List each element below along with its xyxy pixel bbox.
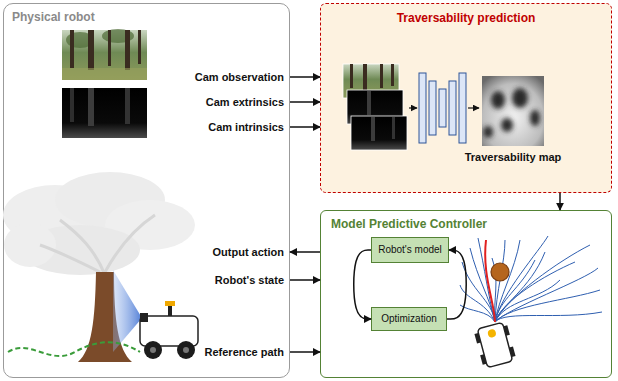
obstacle xyxy=(491,263,509,281)
neural-network xyxy=(419,73,466,143)
trajectory-fan xyxy=(495,245,590,322)
input-image-stack xyxy=(343,64,407,150)
traversability-map-image xyxy=(501,118,513,132)
neural-network xyxy=(439,89,446,127)
camera-image xyxy=(88,30,94,70)
camera-image xyxy=(62,30,147,80)
input-image-stack xyxy=(391,64,394,86)
depth-image xyxy=(62,88,147,138)
edge-label: Output action xyxy=(213,246,285,259)
trajectory-fan xyxy=(495,290,600,322)
neural-network xyxy=(419,73,426,143)
panel-title: Traversability prediction xyxy=(321,4,611,25)
process-box: Optimization xyxy=(371,307,447,331)
camera-image xyxy=(70,30,74,68)
selected-trajectory xyxy=(485,240,495,322)
robot-top-view xyxy=(487,329,497,339)
edge-label: Cam intrinsics xyxy=(208,121,284,134)
robot-side-view xyxy=(165,301,175,306)
traversability-map-image xyxy=(483,126,493,138)
network-arrows xyxy=(409,107,417,108)
traversability-map-image xyxy=(512,88,528,108)
depth-image xyxy=(125,88,130,124)
camera-cone xyxy=(113,270,142,352)
network-arrows xyxy=(468,107,479,108)
trajectory-fan xyxy=(460,236,602,322)
input-image-stack xyxy=(351,116,407,150)
input-image-stack xyxy=(363,64,367,90)
edge-label: Reference path xyxy=(205,346,284,359)
box-label: Optimization xyxy=(381,313,437,325)
connector-arrow xyxy=(290,251,320,253)
connector-arrow xyxy=(447,250,466,319)
connector-arrow xyxy=(290,101,320,103)
camera-image xyxy=(62,29,147,80)
tree xyxy=(4,223,56,267)
connector-arrow xyxy=(354,250,371,319)
panel-title: Model Predictive Controller xyxy=(321,211,611,231)
robot-side-view xyxy=(140,301,198,359)
camera-cone xyxy=(113,270,142,352)
neural-network xyxy=(449,81,456,135)
depth-image xyxy=(70,88,74,122)
input-image-stack xyxy=(350,64,353,88)
edge-label: Robot's state xyxy=(215,274,284,287)
camera-image xyxy=(125,30,130,70)
reference-path-line xyxy=(8,342,140,356)
neural-network xyxy=(459,73,466,143)
robot-side-view xyxy=(140,313,148,322)
robot-side-view xyxy=(144,341,162,359)
camera-image xyxy=(62,68,147,80)
trajectory-fan xyxy=(495,252,545,322)
edge-label: Cam observation xyxy=(195,71,284,84)
box-label: Robot's model xyxy=(378,244,442,256)
traversability-map-image xyxy=(483,88,540,138)
traversability-map-image xyxy=(482,76,544,146)
trajectory-fan xyxy=(495,312,602,322)
robot-side-view xyxy=(177,341,195,359)
robot-side-view xyxy=(183,347,189,353)
input-image-stack xyxy=(380,64,383,88)
process-box: Robot's model xyxy=(371,237,449,263)
camera-image xyxy=(138,30,141,64)
robot-side-view xyxy=(168,305,172,316)
image-caption: Traversability map xyxy=(465,151,562,164)
input-image-stack xyxy=(367,91,371,115)
input-image-stack xyxy=(392,117,395,139)
selected-trajectory xyxy=(485,240,495,322)
depth-image xyxy=(88,88,94,126)
connector-arrow xyxy=(290,126,320,128)
trajectory-fan xyxy=(460,305,495,322)
depth-image xyxy=(62,88,147,138)
connector-arrow xyxy=(290,351,320,353)
panel-title: Physical robot xyxy=(4,4,289,24)
connector-arrow xyxy=(290,76,320,78)
reference-path-line xyxy=(8,342,140,356)
traversability-map-image xyxy=(491,91,505,109)
robot-side-view xyxy=(150,347,156,353)
traversability-map-image xyxy=(483,88,540,138)
camera-image xyxy=(108,30,111,66)
robot-side-view xyxy=(140,316,198,346)
obstacle xyxy=(491,263,509,281)
traversability-map-image xyxy=(530,110,540,126)
input-image-stack xyxy=(371,117,375,141)
robot-top-view xyxy=(477,322,512,367)
edge-label: Cam extrinsics xyxy=(206,96,284,109)
traversability-map-image xyxy=(482,76,544,146)
neural-network xyxy=(429,81,436,135)
trajectory-fan xyxy=(495,268,598,322)
robot-top-view xyxy=(473,321,516,368)
connector-arrow xyxy=(559,193,561,210)
tree xyxy=(40,215,155,275)
connector-arrow xyxy=(290,279,320,281)
